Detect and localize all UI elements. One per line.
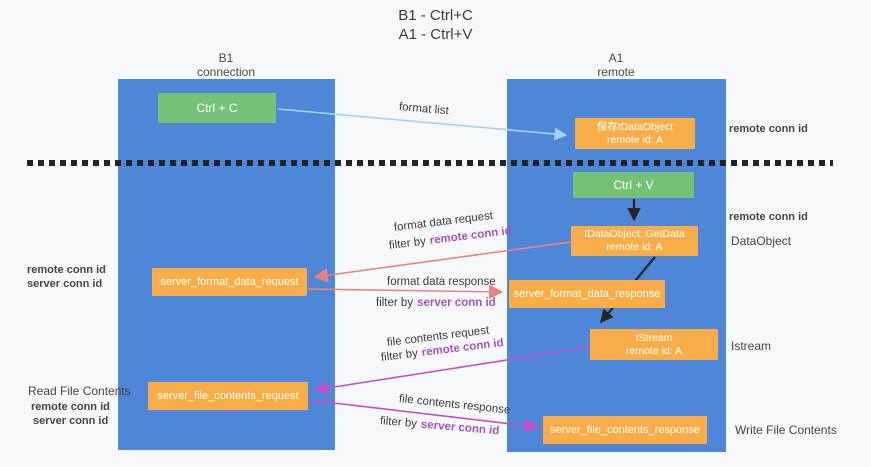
- label-read-file-contents: Read File Contents: [28, 384, 131, 398]
- node-server-file-contents-response-label: server_file_contents_response: [550, 423, 700, 436]
- label-write-file-contents: Write File Contents: [735, 423, 837, 437]
- node-ctrl-c-label: Ctrl + C: [196, 101, 238, 115]
- node-ctrl-v: Ctrl + V: [573, 172, 694, 198]
- node-idataobject-getdata-line1: IDataObject::GetData: [584, 228, 685, 240]
- label-format-data-response: format data response: [387, 276, 496, 288]
- node-server-format-data-response: server_format_data_response: [509, 280, 665, 308]
- node-server-file-contents-response: server_file_contents_response: [543, 416, 707, 444]
- filter-by-text: filter by: [376, 297, 414, 309]
- lifeline-a1-role: remote: [597, 65, 635, 79]
- label-remote-conn-id-left-top: remote conn id: [27, 264, 106, 276]
- label-filter-by-server-conn-id-2: filter by server conn id: [379, 415, 499, 437]
- node-server-format-data-response-label: server_format_data_response: [513, 287, 661, 300]
- node-server-format-data-request: server_format_data_request: [152, 268, 307, 296]
- node-save-idataobject: 保存IDataObject remote id: A: [575, 118, 695, 149]
- node-istream-line2: remote id: A: [625, 344, 683, 357]
- label-filter-by-server-conn-id-1: filter by server conn id: [376, 297, 496, 309]
- node-server-file-contents-request: server_file_contents_request: [148, 382, 308, 410]
- node-ctrl-v-label: Ctrl + V: [613, 178, 654, 192]
- node-save-idataobject-line2: remote id: A: [606, 133, 664, 146]
- label-format-list: format list: [398, 101, 450, 118]
- filter-by-text: filter by: [388, 235, 427, 252]
- server-conn-id-text: server conn id: [417, 297, 496, 309]
- label-server-conn-id-left-top: server conn id: [27, 278, 103, 290]
- label-istream-side: Istream: [731, 339, 772, 353]
- label-remote-conn-id-right-top: remote conn id: [729, 123, 808, 135]
- node-idataobject-getdata-line2: remote id: A: [606, 241, 663, 253]
- node-istream: IStream remote id: A: [590, 329, 718, 360]
- node-idataobject-getdata: IDataObject::GetData remote id: A: [571, 226, 698, 256]
- page-title: B1 - Ctrl+C A1 - Ctrl+V: [0, 6, 871, 44]
- label-remote-conn-id-right-mid: remote conn id: [729, 211, 808, 223]
- node-server-format-data-request-label: server_format_data_request: [160, 275, 299, 288]
- phase-separator-dashed-line: [27, 160, 833, 166]
- lifeline-b1-role: connection: [196, 65, 256, 79]
- filter-by-text: filter by: [379, 415, 418, 431]
- label-dataobject: DataObject: [731, 234, 792, 248]
- title-line-b1: B1 - Ctrl+C: [398, 7, 473, 24]
- title-line-a1: A1 - Ctrl+V: [398, 26, 473, 43]
- node-save-idataobject-line1: 保存IDataObject: [596, 120, 674, 133]
- remote-conn-id-text: remote conn id: [429, 224, 513, 247]
- lifeline-a1-name: A1: [608, 51, 624, 65]
- server-conn-id-text: server conn id: [420, 418, 500, 438]
- label-file-contents-response: file contents response: [398, 393, 511, 417]
- node-istream-line1: IStream: [635, 331, 673, 344]
- arrow-format-data-response: [307, 284, 504, 299]
- lifeline-b1-name: B1: [218, 51, 234, 65]
- node-ctrl-c: Ctrl + C: [158, 93, 276, 123]
- label-remote-conn-id-left-bottom: remote conn id: [31, 401, 110, 413]
- lifeline-header-a1: A1 remote: [516, 51, 716, 79]
- label-server-conn-id-left-bottom: server conn id: [33, 415, 109, 427]
- node-server-file-contents-request-label: server_file_contents_request: [157, 389, 299, 402]
- filter-by-text: filter by: [380, 347, 419, 364]
- lifeline-header-b1: B1 connection: [126, 51, 326, 79]
